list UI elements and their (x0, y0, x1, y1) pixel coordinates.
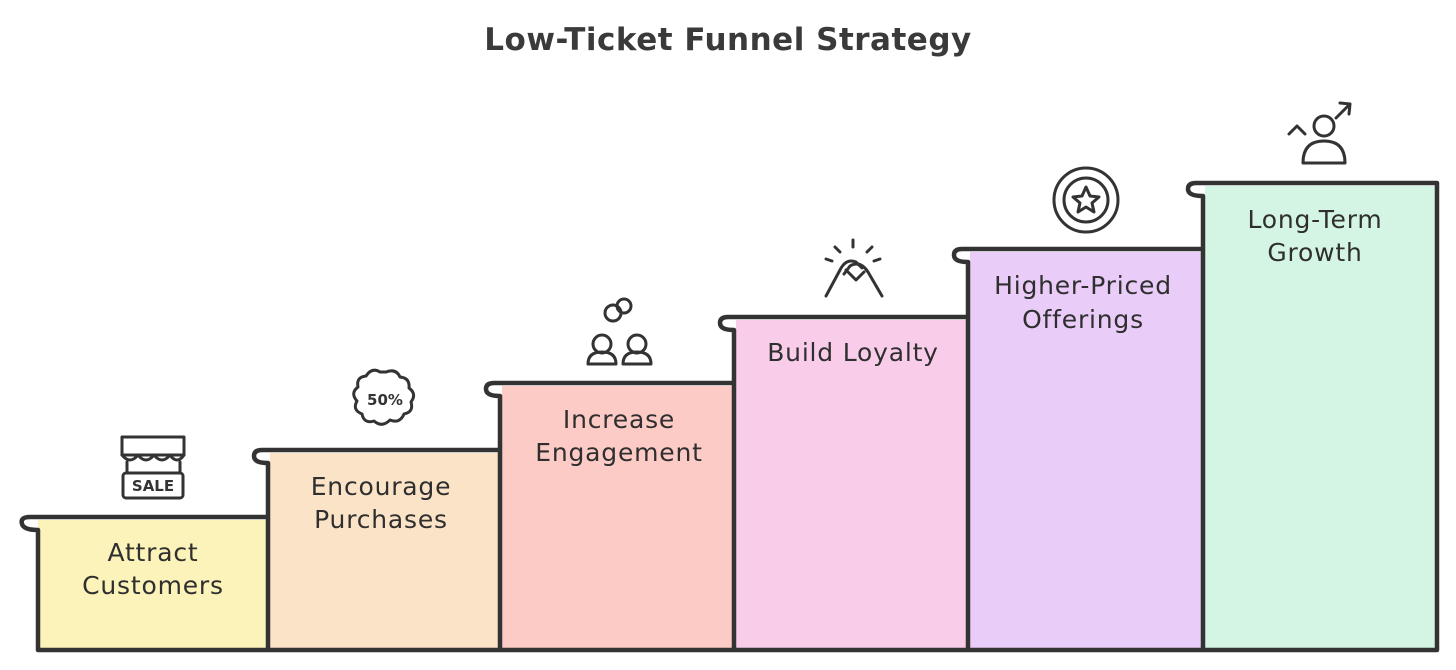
step-1-label-line-1: Attract (107, 538, 198, 567)
step-5-label-line-1: Higher-Priced (994, 271, 1172, 300)
staircase-outline (19, 180, 1440, 653)
discount-badge-icon: 50% (352, 368, 416, 426)
star-medal-icon (1052, 166, 1120, 234)
diagram-title: Low-Ticket Funnel Strategy (484, 22, 972, 58)
step-6-label-line-1: Long-Term (1247, 205, 1382, 234)
sale-sign-text: SALE (132, 477, 174, 495)
shop-sale-icon: SALE (120, 435, 186, 500)
step-2-label-line-2: Purchases (314, 505, 448, 534)
step-6-label-line-2: Growth (1267, 238, 1362, 267)
step-1-label-line-2: Customers (82, 571, 224, 600)
discount-text: 50% (367, 391, 403, 409)
people-link-icon (586, 297, 653, 366)
step-1-fill (38, 520, 268, 650)
step-5-fill (970, 252, 1203, 650)
step-5-label-line-2: Offerings (1022, 305, 1144, 334)
handshake-icon (824, 238, 884, 298)
step-3-label-line-1: Increase (563, 405, 675, 434)
person-growth-icon (1287, 101, 1352, 165)
step-4-fill (736, 320, 968, 650)
step-2-label-line-1: Encourage (311, 472, 452, 501)
step-3-label-line-2: Engagement (535, 438, 702, 467)
step-4-label: Build Loyalty (767, 338, 939, 367)
step-3-fill (502, 386, 734, 650)
step-6-fill (1205, 186, 1437, 650)
step-2-fill (270, 453, 500, 650)
